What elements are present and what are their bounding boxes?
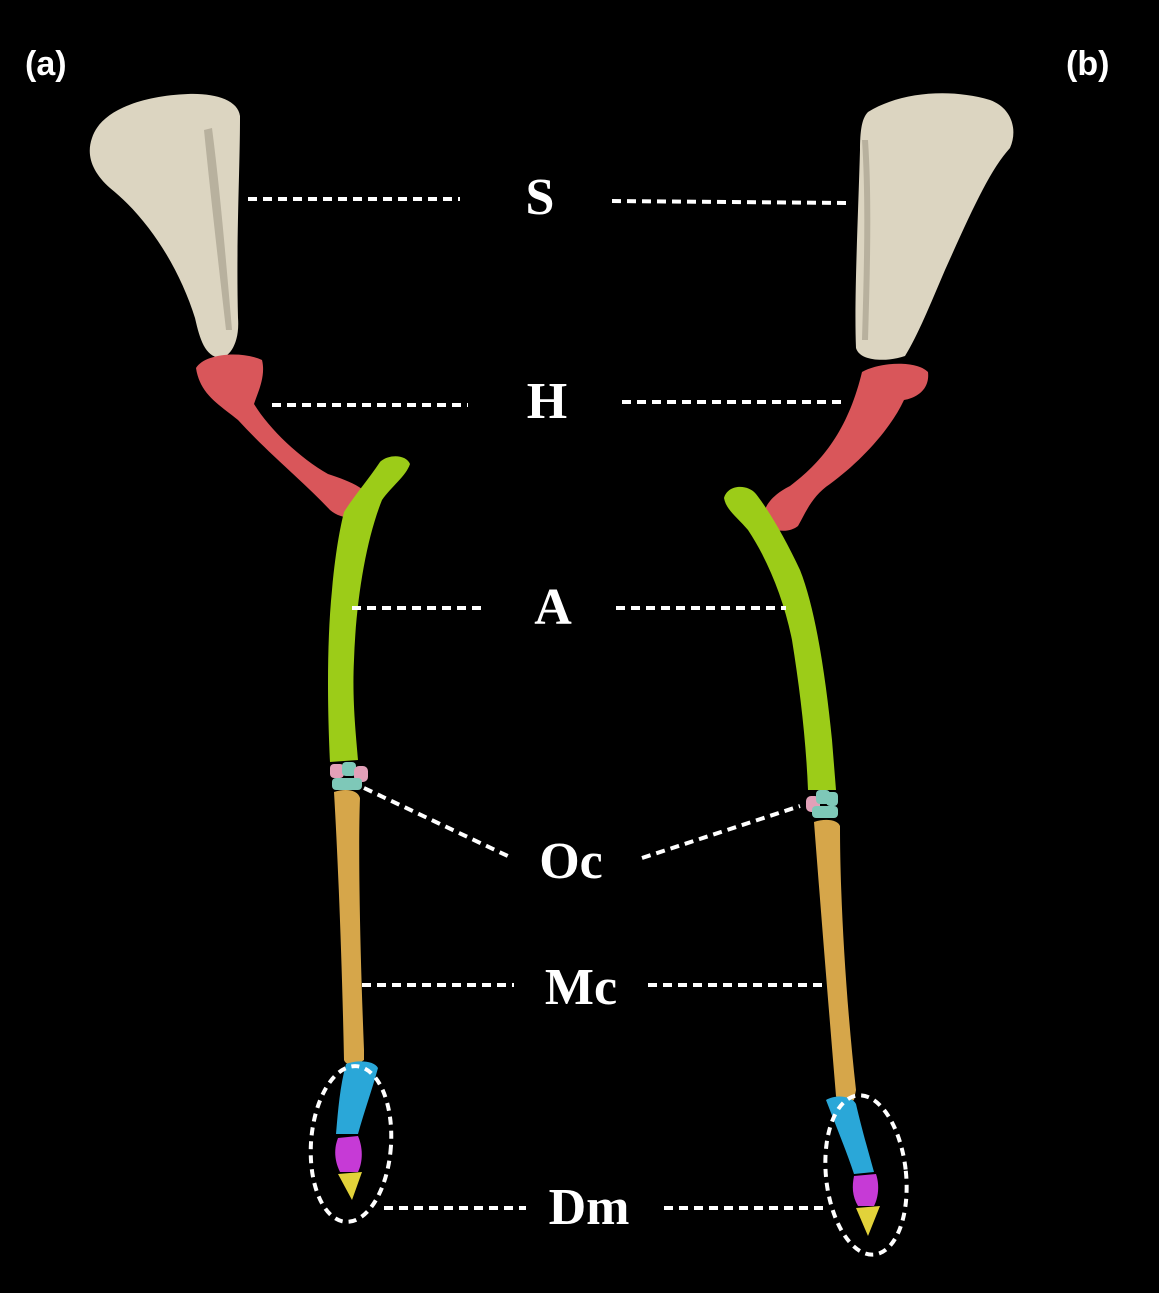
label-humerus: H [527,373,567,430]
digit-ellipse-b [823,1093,909,1257]
scapula-a [89,93,240,358]
antebrachium-b [724,486,836,790]
label-digit: Dm [549,1179,630,1236]
limb-b [724,93,1014,1236]
humerus-a [196,354,372,518]
scapula-spine-b [862,140,871,340]
leader-s-right [611,199,853,205]
digit-proximal-b [826,1096,874,1174]
label-carpus: Oc [539,833,603,890]
digit-distal-a [338,1172,362,1200]
label-metacarpus: Mc [545,959,617,1016]
metacarpus-b [814,819,856,1103]
leader-lines [248,197,853,1210]
digit-middle-b [852,1174,879,1206]
digit-middle-a [335,1136,362,1172]
carpals-a [330,762,368,790]
humerus-b [763,363,929,531]
digit-distal-b [856,1206,880,1236]
leader-oc-left [363,786,513,860]
antebrachium-a [328,456,410,762]
digit-proximal-a [336,1061,378,1134]
scapula-spine-a [204,128,232,330]
panel-label-b: (b) [1066,45,1109,83]
limb-a [89,93,410,1200]
scapula-b [855,93,1014,360]
digit-ellipse-a [308,1064,394,1224]
label-scapula: S [526,169,555,226]
carpals-b [806,790,838,818]
panel-label-a: (a) [25,45,67,83]
metacarpus-a [334,790,364,1065]
leader-oc-right [641,804,801,860]
label-antebrachium: A [534,579,572,636]
